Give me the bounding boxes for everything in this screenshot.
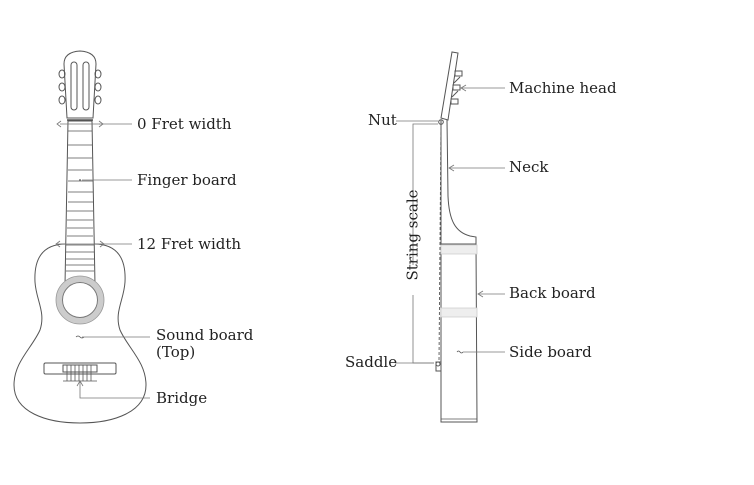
- side-machine-heads: [451, 71, 462, 104]
- label-nut: Nut: [368, 111, 397, 129]
- label-back-board: Back board: [509, 284, 596, 302]
- rosette: [59, 279, 101, 321]
- headstock-slot-right: [83, 62, 89, 110]
- sound-hole: [63, 283, 98, 318]
- label-fret12-width: 12 Fret width: [137, 235, 242, 253]
- side-string: [439, 122, 441, 362]
- frets: [66, 131, 94, 271]
- label-saddle: Saddle: [345, 353, 398, 371]
- side-body: [441, 244, 477, 422]
- label-neck: Neck: [509, 158, 549, 176]
- saddle-block: [63, 365, 97, 372]
- label-machine-head: Machine head: [509, 79, 617, 97]
- fingerboard: [65, 121, 95, 285]
- front-view-leaders: [56, 121, 150, 398]
- tuner-buttons: [59, 70, 101, 104]
- label-sound-board-top: (Top): [156, 343, 196, 361]
- label-sound-board: Sound board: [156, 326, 254, 344]
- guitar-body: [14, 244, 146, 423]
- label-bridge: Bridge: [156, 389, 208, 407]
- side-binding-upper: [441, 245, 477, 254]
- bridge-plate: [44, 363, 116, 374]
- side-headstock: [441, 52, 458, 120]
- side-view-leaders: [395, 85, 505, 363]
- label-side-board: Side board: [509, 343, 592, 361]
- label-fret0-width: 0 Fret width: [137, 115, 232, 133]
- headstock-slot-left: [71, 62, 77, 110]
- headstock: [64, 51, 96, 118]
- side-binding-middle: [441, 308, 477, 317]
- label-string-scale: String scale: [403, 189, 422, 281]
- front-view-guitar: [14, 51, 146, 423]
- side-view-guitar: [436, 52, 477, 422]
- label-finger-board: Finger board: [137, 171, 237, 189]
- side-neck-back: [447, 120, 476, 244]
